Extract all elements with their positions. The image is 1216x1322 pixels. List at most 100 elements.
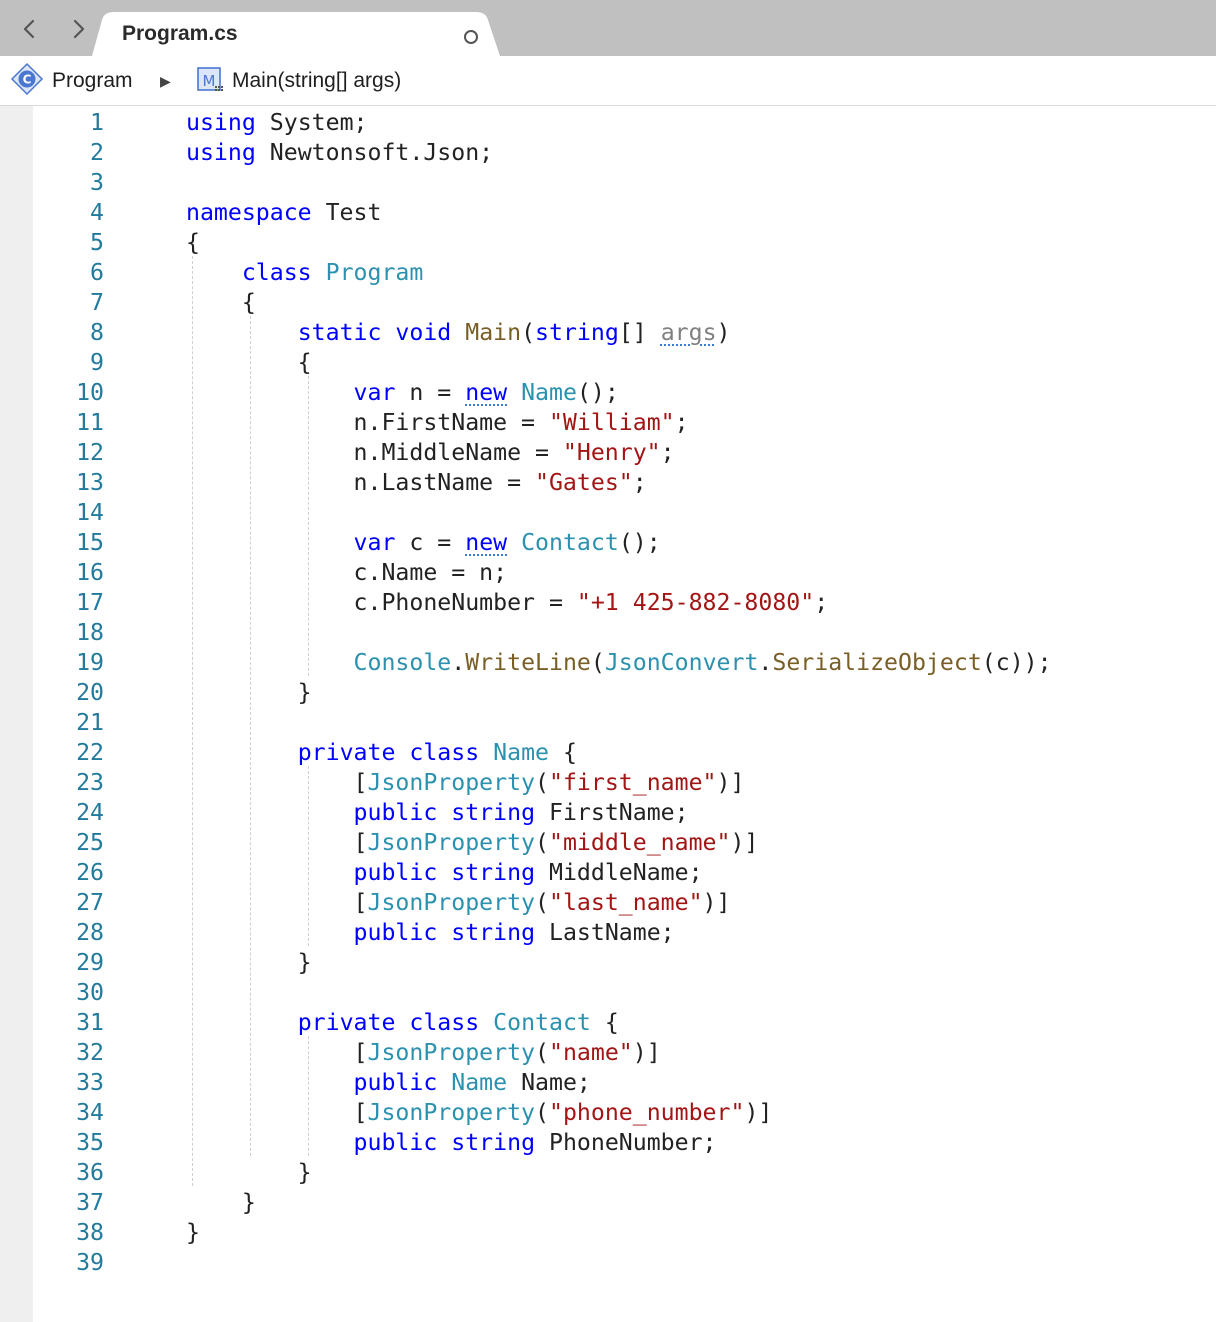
code-line[interactable]: 12 n.MiddleName = "Henry"; — [33, 438, 1216, 468]
code-text: Console.WriteLine(JsonConvert.SerializeO… — [186, 648, 1052, 678]
code-token — [186, 259, 242, 286]
code-line[interactable]: 19 Console.WriteLine(JsonConvert.Seriali… — [33, 648, 1216, 678]
code-line[interactable]: 30 — [33, 978, 1216, 1008]
code-token: n.MiddleName = — [186, 439, 563, 466]
chevron-left-icon[interactable] — [14, 14, 44, 44]
code-line[interactable]: 36 } — [33, 1158, 1216, 1188]
code-line[interactable]: 29 } — [33, 948, 1216, 978]
code-line[interactable]: 11 n.FirstName = "William"; — [33, 408, 1216, 438]
line-number: 33 — [76, 1069, 104, 1096]
code-line[interactable]: 22 private class Name { — [33, 738, 1216, 768]
code-token: public — [353, 919, 438, 946]
code-line[interactable]: 35 public string PhoneNumber; — [33, 1128, 1216, 1158]
code-token: (c)); — [981, 649, 1052, 676]
code-line[interactable]: 32 [JsonProperty("name")] — [33, 1038, 1216, 1068]
code-line[interactable]: 15 var c = new Contact(); — [33, 528, 1216, 558]
code-line[interactable]: 7 { — [33, 288, 1216, 318]
code-token: string — [451, 799, 536, 826]
code-line[interactable]: 16 c.Name = n; — [33, 558, 1216, 588]
chevron-right-icon[interactable] — [64, 14, 94, 44]
code-token: } — [186, 679, 312, 706]
code-line[interactable]: 21 — [33, 708, 1216, 738]
line-number: 29 — [76, 949, 104, 976]
code-text: [JsonProperty("middle_name")] — [186, 828, 759, 858]
code-token: )] — [730, 829, 759, 856]
code-line[interactable]: 5{ — [33, 228, 1216, 258]
breadcrumb-method[interactable]: M Main(string[] args) — [196, 56, 401, 106]
code-token: ( — [535, 769, 549, 796]
code-line[interactable]: 34 [JsonProperty("phone_number")] — [33, 1098, 1216, 1128]
code-token: args — [660, 319, 717, 346]
line-number: 16 — [76, 559, 104, 586]
line-number: 32 — [76, 1039, 104, 1066]
code-token: MiddleName; — [535, 859, 703, 886]
code-token — [451, 319, 465, 346]
code-line[interactable]: 37 } — [33, 1188, 1216, 1218]
code-text: private class Contact { — [186, 1008, 619, 1038]
code-token: )] — [716, 769, 745, 796]
code-token: { — [186, 229, 200, 256]
code-token: n.FirstName = — [186, 409, 549, 436]
code-text: } — [186, 678, 312, 708]
code-text: [JsonProperty("name")] — [186, 1038, 661, 1068]
code-line[interactable]: 31 private class Contact { — [33, 1008, 1216, 1038]
line-number: 31 — [76, 1009, 104, 1036]
code-text: using Newtonsoft.Json; — [186, 138, 493, 168]
code-text: static void Main(string[] args) — [186, 318, 731, 348]
code-line[interactable]: 20 } — [33, 678, 1216, 708]
code-line[interactable]: 23 [JsonProperty("first_name")] — [33, 768, 1216, 798]
code-text: { — [186, 348, 312, 378]
indent-guide — [308, 1036, 309, 1156]
code-line[interactable]: 27 [JsonProperty("last_name")] — [33, 888, 1216, 918]
code-line[interactable]: 8 static void Main(string[] args) — [33, 318, 1216, 348]
code-line[interactable]: 26 public string MiddleName; — [33, 858, 1216, 888]
code-line[interactable]: 17 c.PhoneNumber = "+1 425-882-8080"; — [33, 588, 1216, 618]
code-token: "Gates" — [535, 469, 633, 496]
code-line[interactable]: 3 — [33, 168, 1216, 198]
code-line[interactable]: 6 class Program — [33, 258, 1216, 288]
code-token: ( — [535, 829, 549, 856]
line-number: 4 — [90, 199, 104, 226]
code-token: "last_name" — [548, 889, 703, 916]
code-token: Name; — [507, 1069, 591, 1096]
breadcrumb-class-label: Program — [52, 69, 133, 92]
code-line[interactable]: 38} — [33, 1218, 1216, 1248]
code-line[interactable]: 24 public string FirstName; — [33, 798, 1216, 828]
code-token: ; — [814, 589, 829, 616]
code-line[interactable]: 10 var n = new Name(); — [33, 378, 1216, 408]
code-token: JsonProperty — [367, 1039, 536, 1066]
code-token: static — [297, 319, 382, 346]
code-token: } — [186, 1219, 200, 1246]
tab-bar: Program.cs — [0, 0, 1216, 56]
code-token — [395, 1009, 409, 1036]
code-token — [479, 739, 493, 766]
code-line[interactable]: 33 public Name Name; — [33, 1068, 1216, 1098]
code-line[interactable]: 18 — [33, 618, 1216, 648]
code-line[interactable]: 39 — [33, 1248, 1216, 1278]
code-token: new — [465, 379, 508, 406]
code-line[interactable]: 25 [JsonProperty("middle_name")] — [33, 828, 1216, 858]
code-line[interactable]: 13 n.LastName = "Gates"; — [33, 468, 1216, 498]
code-token: )] — [744, 1099, 773, 1126]
code-token: private — [297, 739, 396, 766]
breadcrumb-class[interactable]: C Program — [10, 56, 133, 106]
line-number: 3 — [90, 169, 104, 196]
code-token: namespace — [186, 199, 312, 226]
line-number: 24 — [76, 799, 104, 826]
line-number: 9 — [90, 349, 104, 376]
method-icon: M — [196, 65, 224, 98]
indent-guide — [192, 256, 193, 1186]
code-token: string — [535, 319, 619, 346]
code-token — [186, 859, 354, 886]
code-line[interactable]: 14 — [33, 498, 1216, 528]
code-token: "name" — [548, 1039, 633, 1066]
code-line[interactable]: 28 public string LastName; — [33, 918, 1216, 948]
code-line[interactable]: 9 { — [33, 348, 1216, 378]
tab-program-cs[interactable]: Program.cs — [92, 12, 502, 56]
circle-icon[interactable] — [464, 30, 478, 44]
code-token: Newtonsoft.Json; — [255, 139, 494, 166]
